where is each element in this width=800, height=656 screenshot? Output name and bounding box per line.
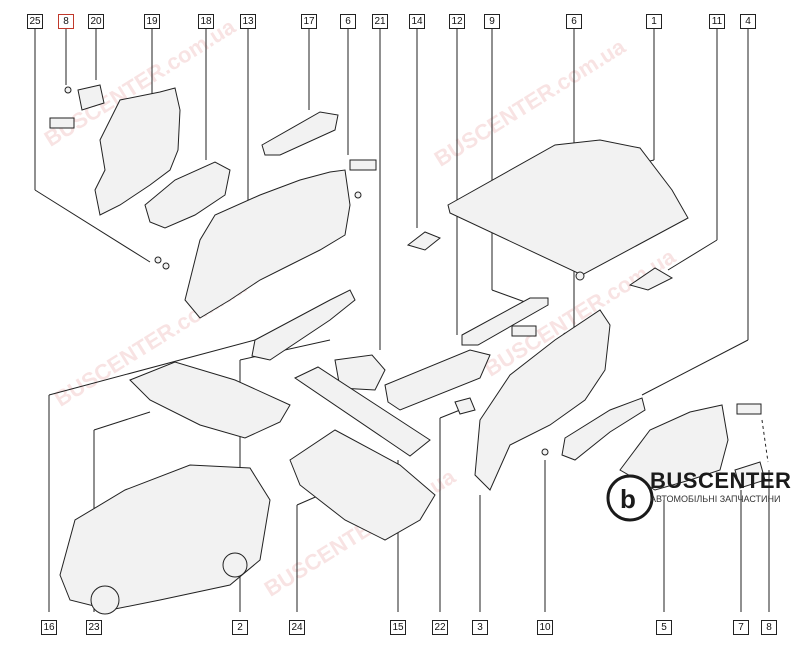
callout-13[interactable]: 13 [240, 14, 256, 29]
leader-16b [48, 339, 256, 396]
part-1-parcel-shelf [447, 139, 689, 276]
callout-6b[interactable]: 6 [566, 14, 582, 29]
leader-9b [491, 289, 526, 303]
part-8-clip [64, 86, 72, 94]
part-5-arch-trim [619, 404, 729, 491]
leader-8c [761, 419, 769, 463]
vehicle-outline [59, 464, 271, 611]
part-8-label [49, 117, 75, 129]
part-7-pad [734, 461, 766, 489]
callout-9[interactable]: 9 [484, 14, 500, 29]
part-14-bracket [406, 231, 441, 251]
buscenter-logo-mark: b [606, 474, 654, 522]
part-18-bracket [144, 161, 231, 229]
part-23-floor-tray [129, 361, 291, 439]
callout-17[interactable]: 17 [301, 14, 317, 29]
part-25-fastener [154, 256, 162, 264]
logo-name: BUSCENTER [650, 468, 792, 493]
part-19-trim [94, 87, 181, 216]
leader-23b [93, 411, 151, 431]
callout-12[interactable]: 12 [449, 14, 465, 29]
vehicle-wheel-rear [222, 552, 248, 578]
callout-21[interactable]: 21 [372, 14, 388, 29]
part-11-bracket [628, 267, 674, 291]
callout-22[interactable]: 22 [432, 620, 448, 635]
callout-23[interactable]: 23 [86, 620, 102, 635]
part-3-quarter-trim [474, 309, 611, 491]
callout-19[interactable]: 19 [144, 14, 160, 29]
part-24-floor-tray [289, 429, 436, 541]
callout-8b[interactable]: 8 [761, 620, 777, 635]
part-6-clip [354, 191, 362, 199]
part-12-panel [384, 349, 491, 411]
vehicle-wheel-front [90, 585, 120, 615]
part-17-cover [261, 111, 339, 156]
callout-5[interactable]: 5 [656, 620, 672, 635]
leader-22b [439, 409, 461, 419]
part-22-clip [454, 397, 476, 415]
callout-25[interactable]: 25 [27, 14, 43, 29]
callout-18[interactable]: 18 [198, 14, 214, 29]
part-10-screw [541, 448, 549, 456]
callout-11[interactable]: 11 [709, 14, 725, 29]
leader-11b [667, 239, 718, 271]
callout-2[interactable]: 2 [232, 620, 248, 635]
callout-10[interactable]: 10 [537, 620, 553, 635]
callout-14[interactable]: 14 [409, 14, 425, 29]
part-13-quarter-trim [184, 169, 351, 319]
leader-4b [641, 339, 749, 396]
leader-25b [34, 189, 151, 263]
callout-8[interactable]: 8 [58, 14, 74, 29]
part-9-sill [461, 297, 549, 346]
callout-3[interactable]: 3 [472, 620, 488, 635]
callout-24[interactable]: 24 [289, 620, 305, 635]
callout-20[interactable]: 20 [88, 14, 104, 29]
part-15-mat [293, 366, 431, 457]
part-1-knob [575, 271, 585, 281]
callout-6[interactable]: 6 [340, 14, 356, 29]
callout-4[interactable]: 4 [740, 14, 756, 29]
callout-16[interactable]: 16 [41, 620, 57, 635]
callout-15[interactable]: 15 [390, 620, 406, 635]
part-25-fastener-b [162, 262, 170, 270]
part-6b-label [511, 325, 537, 337]
callout-1[interactable]: 1 [646, 14, 662, 29]
callout-7[interactable]: 7 [733, 620, 749, 635]
svg-text:b: b [620, 484, 636, 514]
logo-subtitle: АВТОМОБІЛЬНІ ЗАПЧАСТИНИ [650, 494, 781, 504]
part-20-pad [77, 84, 105, 111]
part-7-label [736, 403, 762, 415]
part-16-member [251, 289, 356, 361]
part-6-label [349, 159, 377, 171]
part-4-bracket [561, 397, 646, 461]
